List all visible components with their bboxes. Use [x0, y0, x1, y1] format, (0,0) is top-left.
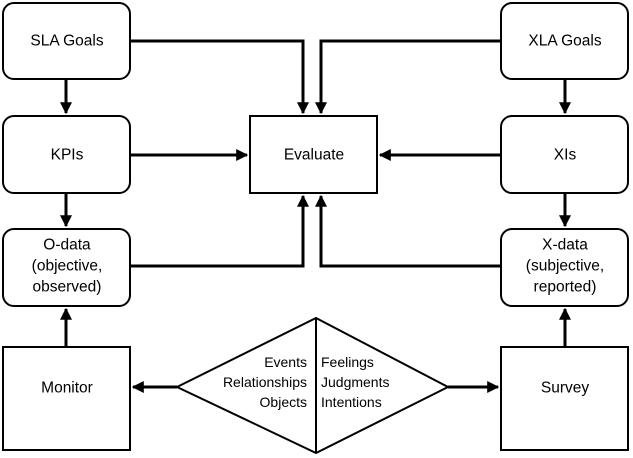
- evaluate-label: Evaluate: [283, 146, 345, 164]
- diamond-right-text: Feelings Judgments Intentions: [321, 352, 389, 412]
- diamond-left-line-2: Relationships: [222, 374, 307, 390]
- xdata-line-2: (subjective,: [525, 257, 605, 275]
- arrow-xla-to-evaluate: [315, 39, 501, 115]
- diamond-right-line-1: Feelings: [321, 354, 374, 370]
- xis-label: XIs: [553, 146, 577, 164]
- survey-label: Survey: [540, 379, 590, 397]
- xdata-line-1: X-data: [542, 236, 588, 254]
- xdata-line-3: reported): [533, 278, 597, 296]
- arrow-xdata-to-evaluate: [315, 194, 501, 268]
- diamond-left-line-1: Events: [264, 354, 307, 370]
- diamond-left-line-3: Objects: [259, 394, 307, 410]
- diamond-left-text: Events Relationships Objects: [223, 352, 307, 412]
- evaluate-box: [249, 115, 378, 194]
- monitor-box: [2, 346, 131, 451]
- odata-line-1: O-data: [43, 236, 91, 254]
- arrow-sla-to-evaluate: [130, 39, 309, 115]
- odata-line-2: (objective,: [31, 257, 103, 275]
- diamond-shape: [174, 316, 451, 455]
- monitor-label: Monitor: [41, 379, 93, 397]
- xla-goals-label: XLA Goals: [528, 32, 602, 50]
- xdata-label: X-data (subjective, reported): [526, 235, 604, 298]
- survey-box: [500, 346, 629, 451]
- sla-goals-label: SLA Goals: [30, 32, 104, 50]
- diamond-right-line-3: Intentions: [321, 394, 382, 410]
- kpis-label: KPIs: [50, 146, 84, 164]
- diamond-right-line-2: Judgments: [321, 374, 390, 390]
- odata-line-3: observed): [32, 278, 102, 296]
- odata-label: O-data (objective, observed): [32, 235, 103, 298]
- arrow-odata-to-evaluate: [130, 194, 309, 268]
